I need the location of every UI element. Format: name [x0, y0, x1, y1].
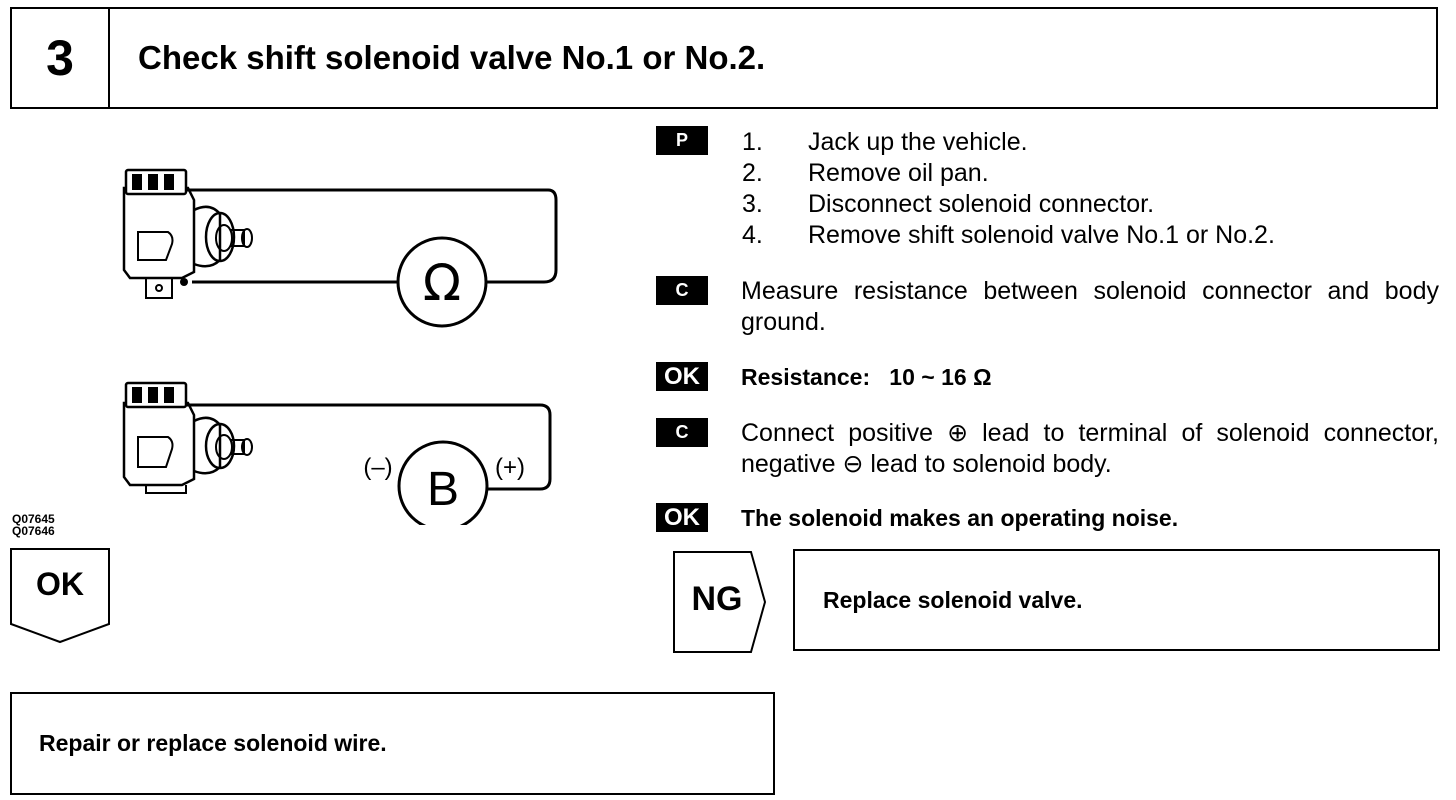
list-item: 4. Remove shift solenoid valve No.1 or N… [742, 220, 1275, 251]
check-badge: C [656, 418, 708, 447]
step-index: 3. [742, 190, 763, 218]
figure-id: Q07646 [12, 524, 55, 538]
ok-arrow-icon [10, 548, 110, 644]
resistance-spec: Resistance: 10 ~ 16 Ω [741, 362, 992, 392]
step-number: 3 [12, 9, 110, 107]
step-text: Remove oil pan. [808, 159, 989, 187]
battery-test-illustration: B (–) (+) [122, 381, 552, 525]
spec-label: Resistance: [741, 364, 871, 390]
ok-label: OK [36, 566, 84, 602]
list-item: 1. Jack up the vehicle. [742, 127, 1275, 158]
step-text: Disconnect solenoid connector. [808, 190, 1155, 218]
ok-action-box: Repair or replace solenoid wire. [10, 692, 775, 795]
check-instruction: Measure resistance between solenoid conn… [741, 277, 1439, 336]
list-item: 3. Disconnect solenoid connector. [742, 189, 1275, 220]
step-index: 1. [742, 128, 763, 156]
negative-label: (–) [363, 454, 392, 481]
prep-badge: P [656, 126, 708, 155]
ok-badge: OK [656, 362, 708, 391]
step-header: 3 Check shift solenoid valve No.1 or No.… [10, 7, 1438, 109]
ng-action-box: Replace solenoid valve. [793, 549, 1440, 651]
step-title: Check shift solenoid valve No.1 or No.2. [138, 39, 766, 76]
positive-label: (+) [495, 454, 525, 481]
figure-ids: Q07645 Q07646 [12, 513, 55, 537]
step-index: 4. [742, 221, 763, 249]
figure-id: Q07645 [12, 512, 55, 526]
ng-arrow-icon [673, 551, 767, 653]
step-index: 2. [742, 159, 763, 187]
ok-badge: OK [656, 503, 708, 532]
check-badge: C [656, 276, 708, 305]
step-text: Jack up the vehicle. [808, 128, 1028, 156]
battery-symbol: B [427, 463, 459, 516]
preparation-steps: 1. Jack up the vehicle. 2. Remove oil pa… [742, 127, 1275, 251]
spec-value: 10 ~ 16 Ω [889, 364, 992, 390]
ohm-symbol: Ω [423, 254, 461, 312]
ohmmeter-test-illustration: Ω [122, 168, 558, 328]
ng-label: NG [691, 580, 743, 618]
ok-action-text: Repair or replace solenoid wire. [39, 730, 387, 756]
list-item: 2. Remove oil pan. [742, 158, 1275, 189]
check-instruction: Connect positive ⊕ lead to terminal of s… [741, 419, 1439, 478]
step-text: Remove shift solenoid valve No.1 or No.2… [808, 221, 1275, 249]
ng-action-text: Replace solenoid valve. [823, 586, 1083, 613]
ok-criterion: The solenoid makes an operating noise. [741, 505, 1179, 531]
